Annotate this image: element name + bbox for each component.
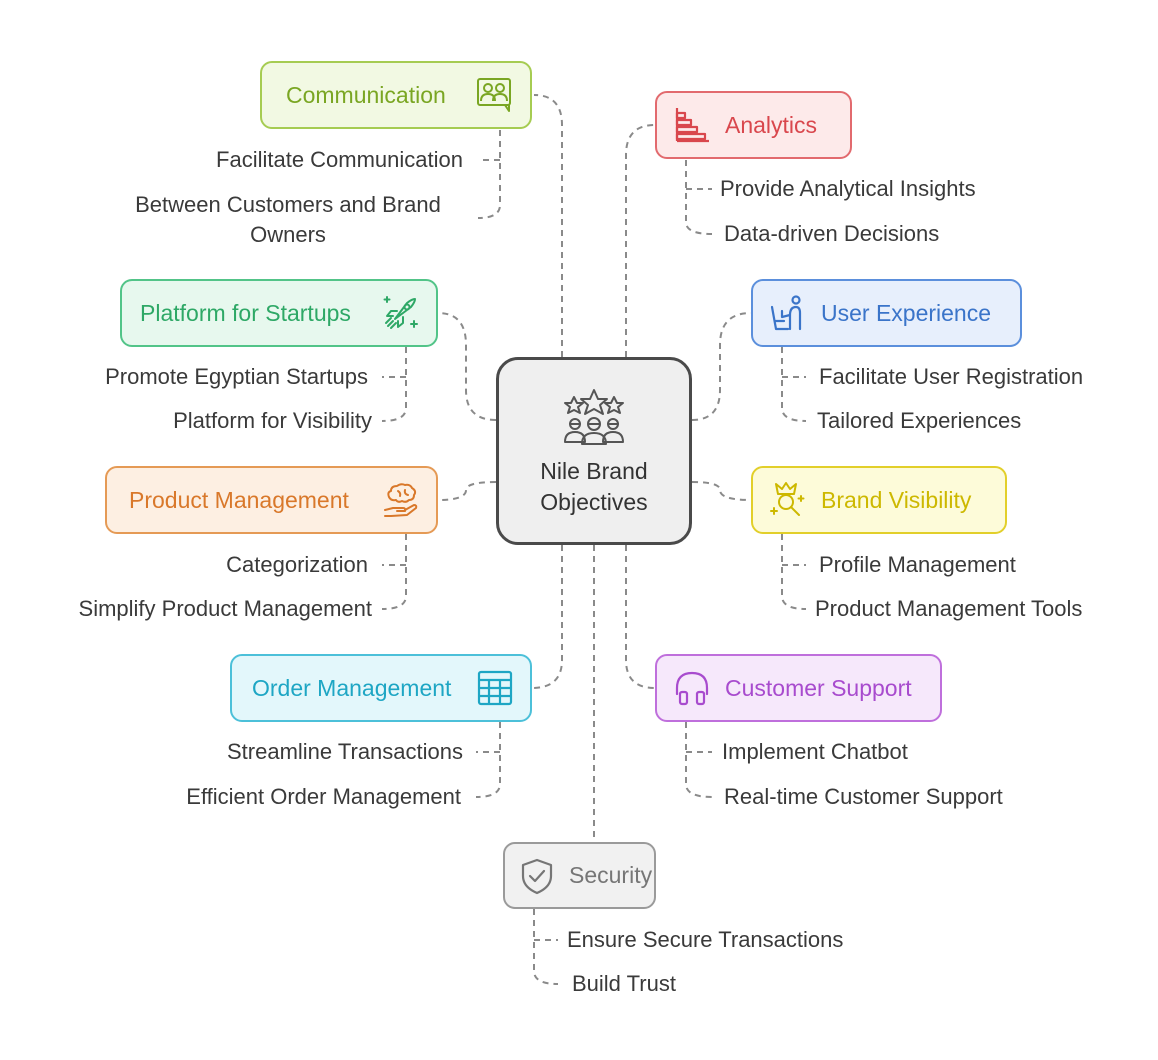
shield-check-icon: [517, 855, 557, 897]
sub-connector-analytics: [685, 160, 713, 235]
security-item-2: Build Trust: [572, 971, 676, 996]
sub-connector-support: [685, 722, 713, 798]
product-item-2: Simplify Product Management: [78, 596, 372, 621]
communication-item-2: Between Customers and Brand Owners: [110, 190, 466, 250]
headset-icon: [671, 667, 713, 709]
center-title-line2: Objectives: [540, 489, 648, 515]
rocket-icon: [380, 292, 422, 334]
stars-team-icon: [564, 389, 624, 445]
node-analytics[interactable]: Analytics: [655, 91, 852, 159]
connector-brand: [691, 481, 752, 501]
chat-people-icon: [474, 74, 516, 116]
sub-connector-security: [533, 909, 559, 985]
connector-product: [437, 481, 497, 501]
startups-item-1: Promote Egyptian Startups: [105, 364, 368, 389]
sub-connector-user-experience: [781, 347, 807, 422]
node-user-experience[interactable]: User Experience: [751, 279, 1022, 347]
startups-item-2: Platform for Visibility: [173, 408, 372, 433]
node-startups[interactable]: Platform for Startups: [120, 279, 438, 347]
bar-chart-icon: [671, 104, 713, 146]
crown-magnifier-icon: [767, 479, 809, 521]
communication-item-1: Facilitate Communication: [216, 147, 463, 172]
communication-item-2-line1: Between Customers and Brand: [135, 192, 441, 217]
node-communication[interactable]: Communication: [260, 61, 532, 129]
brand-item-1: Profile Management: [819, 552, 1016, 577]
center-title: Nile Brand Objectives: [540, 456, 647, 518]
order-item-2: Efficient Order Management: [186, 784, 461, 809]
center-title-line1: Nile Brand: [540, 458, 648, 484]
sub-connector-order: [475, 722, 501, 798]
communication-item-2-line2: Owners: [250, 222, 326, 247]
user-experience-item-1: Facilitate User Registration: [819, 364, 1084, 389]
brain-hand-icon: [380, 479, 422, 521]
table-grid-icon: [474, 667, 516, 709]
node-brand[interactable]: Brand Visibility: [751, 466, 1007, 534]
connector-support: [625, 545, 656, 689]
sub-connector-product: [381, 534, 407, 610]
node-order-label: Order Management: [252, 674, 452, 701]
support-item-2: Real-time Customer Support: [724, 784, 1003, 809]
node-product-label: Product Management: [129, 486, 349, 513]
connector-user-experience: [691, 312, 752, 421]
node-product[interactable]: Product Management: [105, 466, 438, 534]
support-item-1: Implement Chatbot: [722, 739, 908, 764]
connector-communication: [533, 94, 563, 357]
node-order[interactable]: Order Management: [230, 654, 532, 722]
center-node: Nile Brand Objectives: [496, 357, 692, 545]
analytics-item-2: Data-driven Decisions: [724, 221, 940, 246]
node-communication-label: Communication: [286, 81, 446, 108]
brand-item-2: Product Management Tools: [815, 596, 1083, 621]
connector-order: [531, 545, 563, 689]
user-experience-item-2: Tailored Experiences: [817, 408, 1022, 433]
sub-connector-startups: [381, 347, 407, 422]
node-startups-label: Platform for Startups: [140, 299, 351, 326]
node-support-label: Customer Support: [725, 674, 912, 701]
sub-connector-communication: [477, 130, 501, 219]
analytics-item-1: Provide Analytical Insights: [720, 176, 976, 201]
connector-analytics: [625, 124, 656, 357]
sub-connector-brand: [781, 534, 807, 610]
node-security-label: Security: [569, 862, 653, 888]
product-item-1: Categorization: [226, 552, 368, 577]
user-at-desk-icon: [767, 292, 809, 334]
order-item-1: Streamline Transactions: [227, 739, 463, 764]
node-analytics-label: Analytics: [725, 111, 818, 138]
node-user-experience-label: User Experience: [821, 299, 992, 326]
node-brand-label: Brand Visibility: [821, 486, 972, 513]
security-item-1: Ensure Secure Transactions: [567, 927, 844, 952]
node-support[interactable]: Customer Support: [655, 654, 942, 722]
node-security[interactable]: Security: [503, 842, 656, 909]
connector-startups: [437, 312, 497, 421]
